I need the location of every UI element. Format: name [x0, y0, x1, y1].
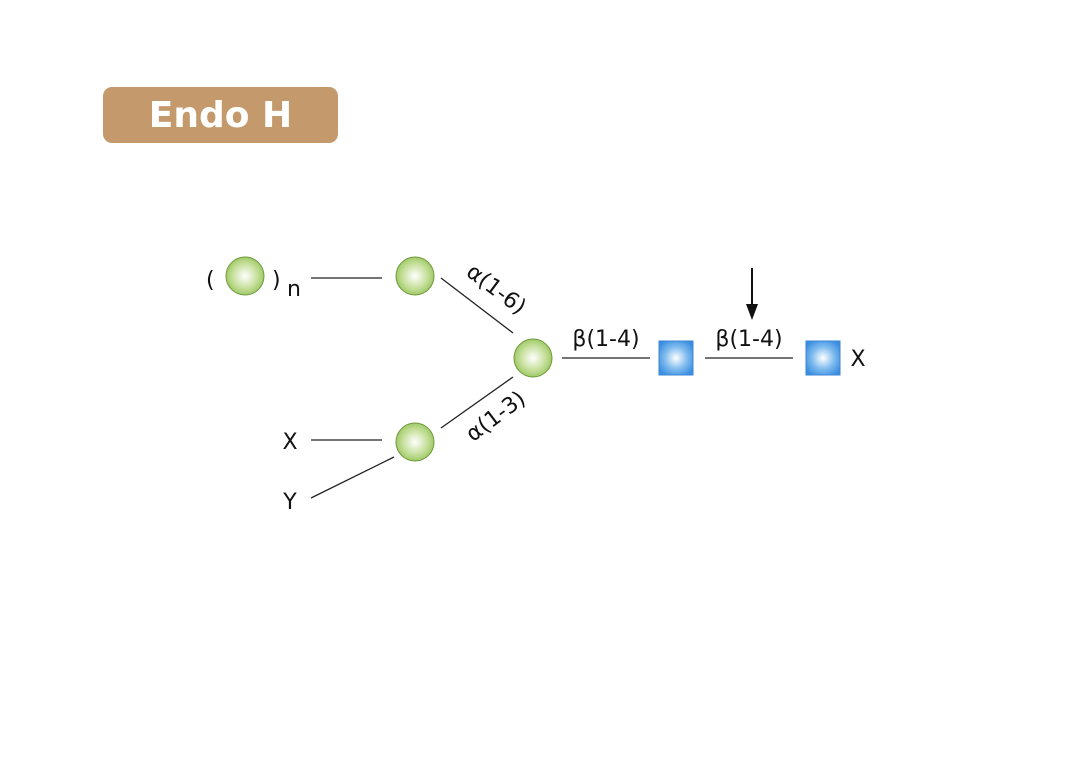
- label-alpha13: α(1-3): [462, 386, 531, 447]
- enzyme-title: Endo H: [103, 87, 338, 143]
- bond-alpha16: [440, 277, 514, 334]
- label-beta14-a: β(1-4): [572, 327, 639, 352]
- label-y-left: Y: [282, 490, 297, 515]
- close-paren: ): [272, 268, 281, 293]
- mannose-repeat: [225, 256, 265, 296]
- open-paren: (: [206, 268, 215, 293]
- cleavage-arrow-icon: [746, 268, 758, 320]
- label-beta14-b: β(1-4): [715, 327, 782, 352]
- label-x-right: X: [850, 347, 865, 372]
- bond-lines: [310, 277, 793, 499]
- mannose-upper: [395, 256, 435, 296]
- glcnac-square-2: [805, 340, 841, 376]
- label-alpha16: α(1-6): [461, 259, 530, 320]
- label-x-left: X: [282, 430, 297, 455]
- bond-alpha13: [440, 376, 514, 429]
- mannose-lower: [395, 422, 435, 462]
- mannose-core: [513, 338, 553, 378]
- glcnac-square-1: [658, 340, 694, 376]
- bond-y: [310, 456, 395, 499]
- repeat-subscript: n: [287, 277, 301, 302]
